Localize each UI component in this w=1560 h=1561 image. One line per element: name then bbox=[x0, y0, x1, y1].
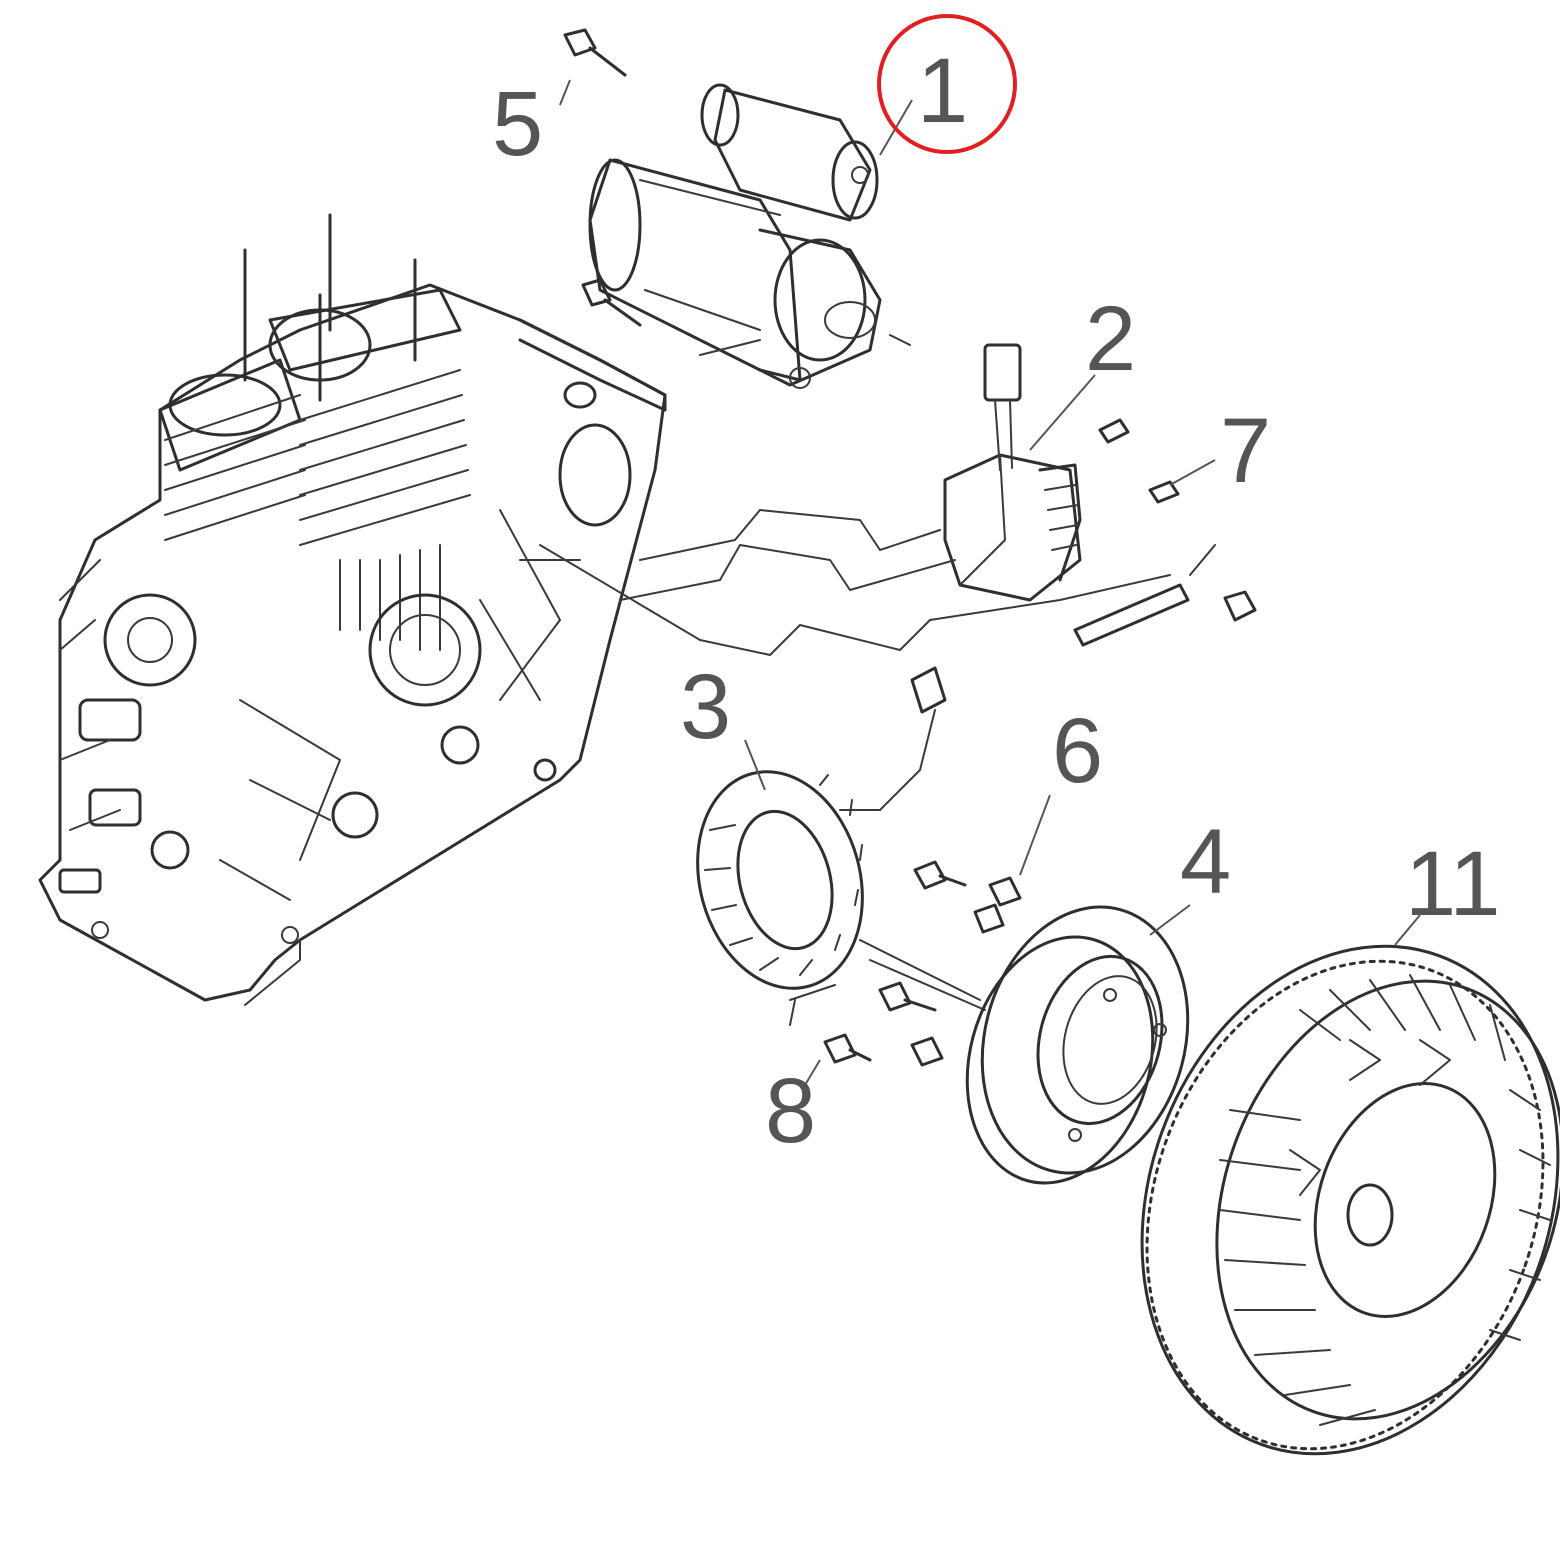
callout-6: 6 bbox=[1052, 700, 1103, 802]
callout-11: 11 bbox=[1405, 833, 1501, 935]
leader-lines bbox=[559, 79, 1421, 1086]
callout-5: 5 bbox=[492, 73, 543, 175]
callout-8: 8 bbox=[765, 1060, 816, 1162]
callout-3: 3 bbox=[680, 656, 731, 758]
ignition-module-drawing bbox=[539, 343, 1216, 656]
starter-bolts bbox=[563, 28, 642, 327]
callout-7: 7 bbox=[1220, 400, 1271, 502]
callout-labels: 1 2 3 4 5 6 7 8 11 bbox=[492, 40, 1501, 1162]
rotor-drawing bbox=[965, 905, 1190, 1185]
module-screws bbox=[1073, 418, 1257, 647]
callout-4: 4 bbox=[1180, 811, 1231, 913]
flywheel-drawing bbox=[1140, 944, 1560, 1456]
engine-block bbox=[38, 213, 667, 1006]
highlight-circle bbox=[877, 14, 1017, 154]
callout-2: 2 bbox=[1085, 288, 1136, 390]
starter-motor-drawing bbox=[588, 83, 911, 389]
callout-1: 1 bbox=[917, 40, 968, 142]
stator-bolts bbox=[823, 860, 1022, 1067]
stator-drawing bbox=[696, 666, 947, 1026]
